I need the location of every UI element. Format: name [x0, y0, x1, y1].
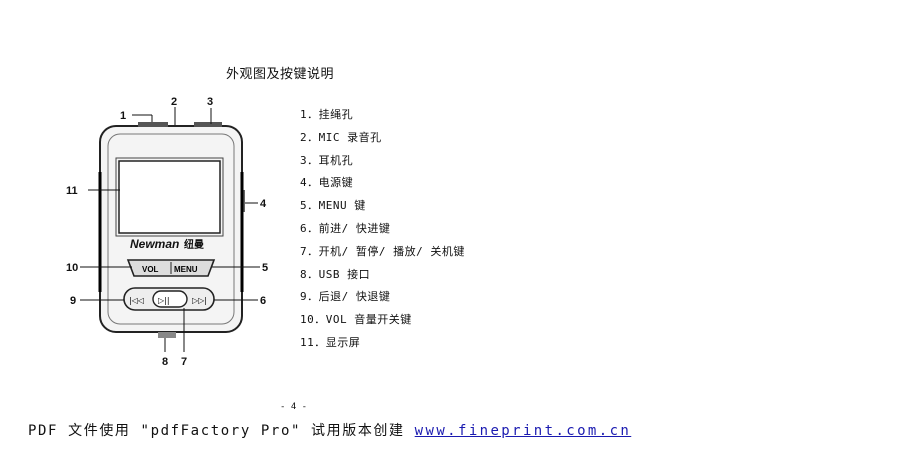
device-illustration: Newman 纽曼 VOL MENU |◁◁ ▷|| ▷▷| 1 2 3 4 5… — [66, 92, 278, 370]
callout-7: 7 — [181, 356, 187, 368]
prev-icon: |◁◁ — [129, 296, 144, 305]
next-icon: ▷▷| — [192, 296, 207, 305]
usb-port — [158, 332, 176, 338]
vol-label: VOL — [142, 265, 159, 274]
callout-10: 10 — [66, 262, 78, 274]
callout-8: 8 — [162, 356, 168, 368]
key-legend-list: 1．挂绳孔 2．MIC 录音孔 3．耳机孔 4．电源键 5．MENU 键 6．前… — [300, 104, 465, 355]
legend-item: 4．电源键 — [300, 176, 354, 190]
legend-item: 2．MIC 录音孔 — [300, 130, 382, 144]
legend-item: 10．VOL 音量开关键 — [300, 313, 412, 327]
callout-3: 3 — [207, 96, 213, 108]
play-pause-icon: ▷|| — [158, 296, 170, 305]
callout-5: 5 — [262, 262, 268, 274]
callout-11: 11 — [66, 185, 78, 197]
footer-link[interactable]: www.fineprint.com.cn — [414, 423, 632, 439]
footer-text: PDF 文件使用 "pdfFactory Pro" 试用版本创建 — [28, 423, 415, 439]
callout-1: 1 — [120, 110, 126, 122]
legend-item: 7．开机/ 暂停/ 播放/ 关机键 — [300, 244, 465, 258]
legend-item: 1．挂绳孔 — [300, 108, 354, 121]
legend-item: 11．显示屏 — [300, 335, 361, 349]
page-title: 外观图及按键说明 — [226, 67, 335, 82]
legend-item: 5．MENU 键 — [300, 199, 366, 213]
pdf-footer: PDF 文件使用 "pdfFactory Pro" 试用版本创建 www.fin… — [28, 420, 631, 440]
legend-item: 9．后退/ 快退键 — [300, 290, 391, 304]
callout-9: 9 — [70, 295, 76, 307]
legend-item: 6．前进/ 快进键 — [300, 221, 391, 235]
menu-label: MENU — [174, 265, 198, 274]
brand-logo: Newman — [130, 237, 179, 251]
page-number: - 4 - — [280, 402, 308, 412]
callout-4: 4 — [260, 198, 267, 210]
callout-2: 2 — [171, 96, 177, 108]
play-pause-button — [152, 290, 188, 308]
legend-item: 8．USB 接口 — [300, 267, 371, 281]
display-screen — [118, 160, 221, 234]
brand-logo-cn: 纽曼 — [184, 238, 204, 251]
callout-6: 6 — [260, 295, 266, 307]
legend-item: 3．耳机孔 — [300, 153, 354, 167]
